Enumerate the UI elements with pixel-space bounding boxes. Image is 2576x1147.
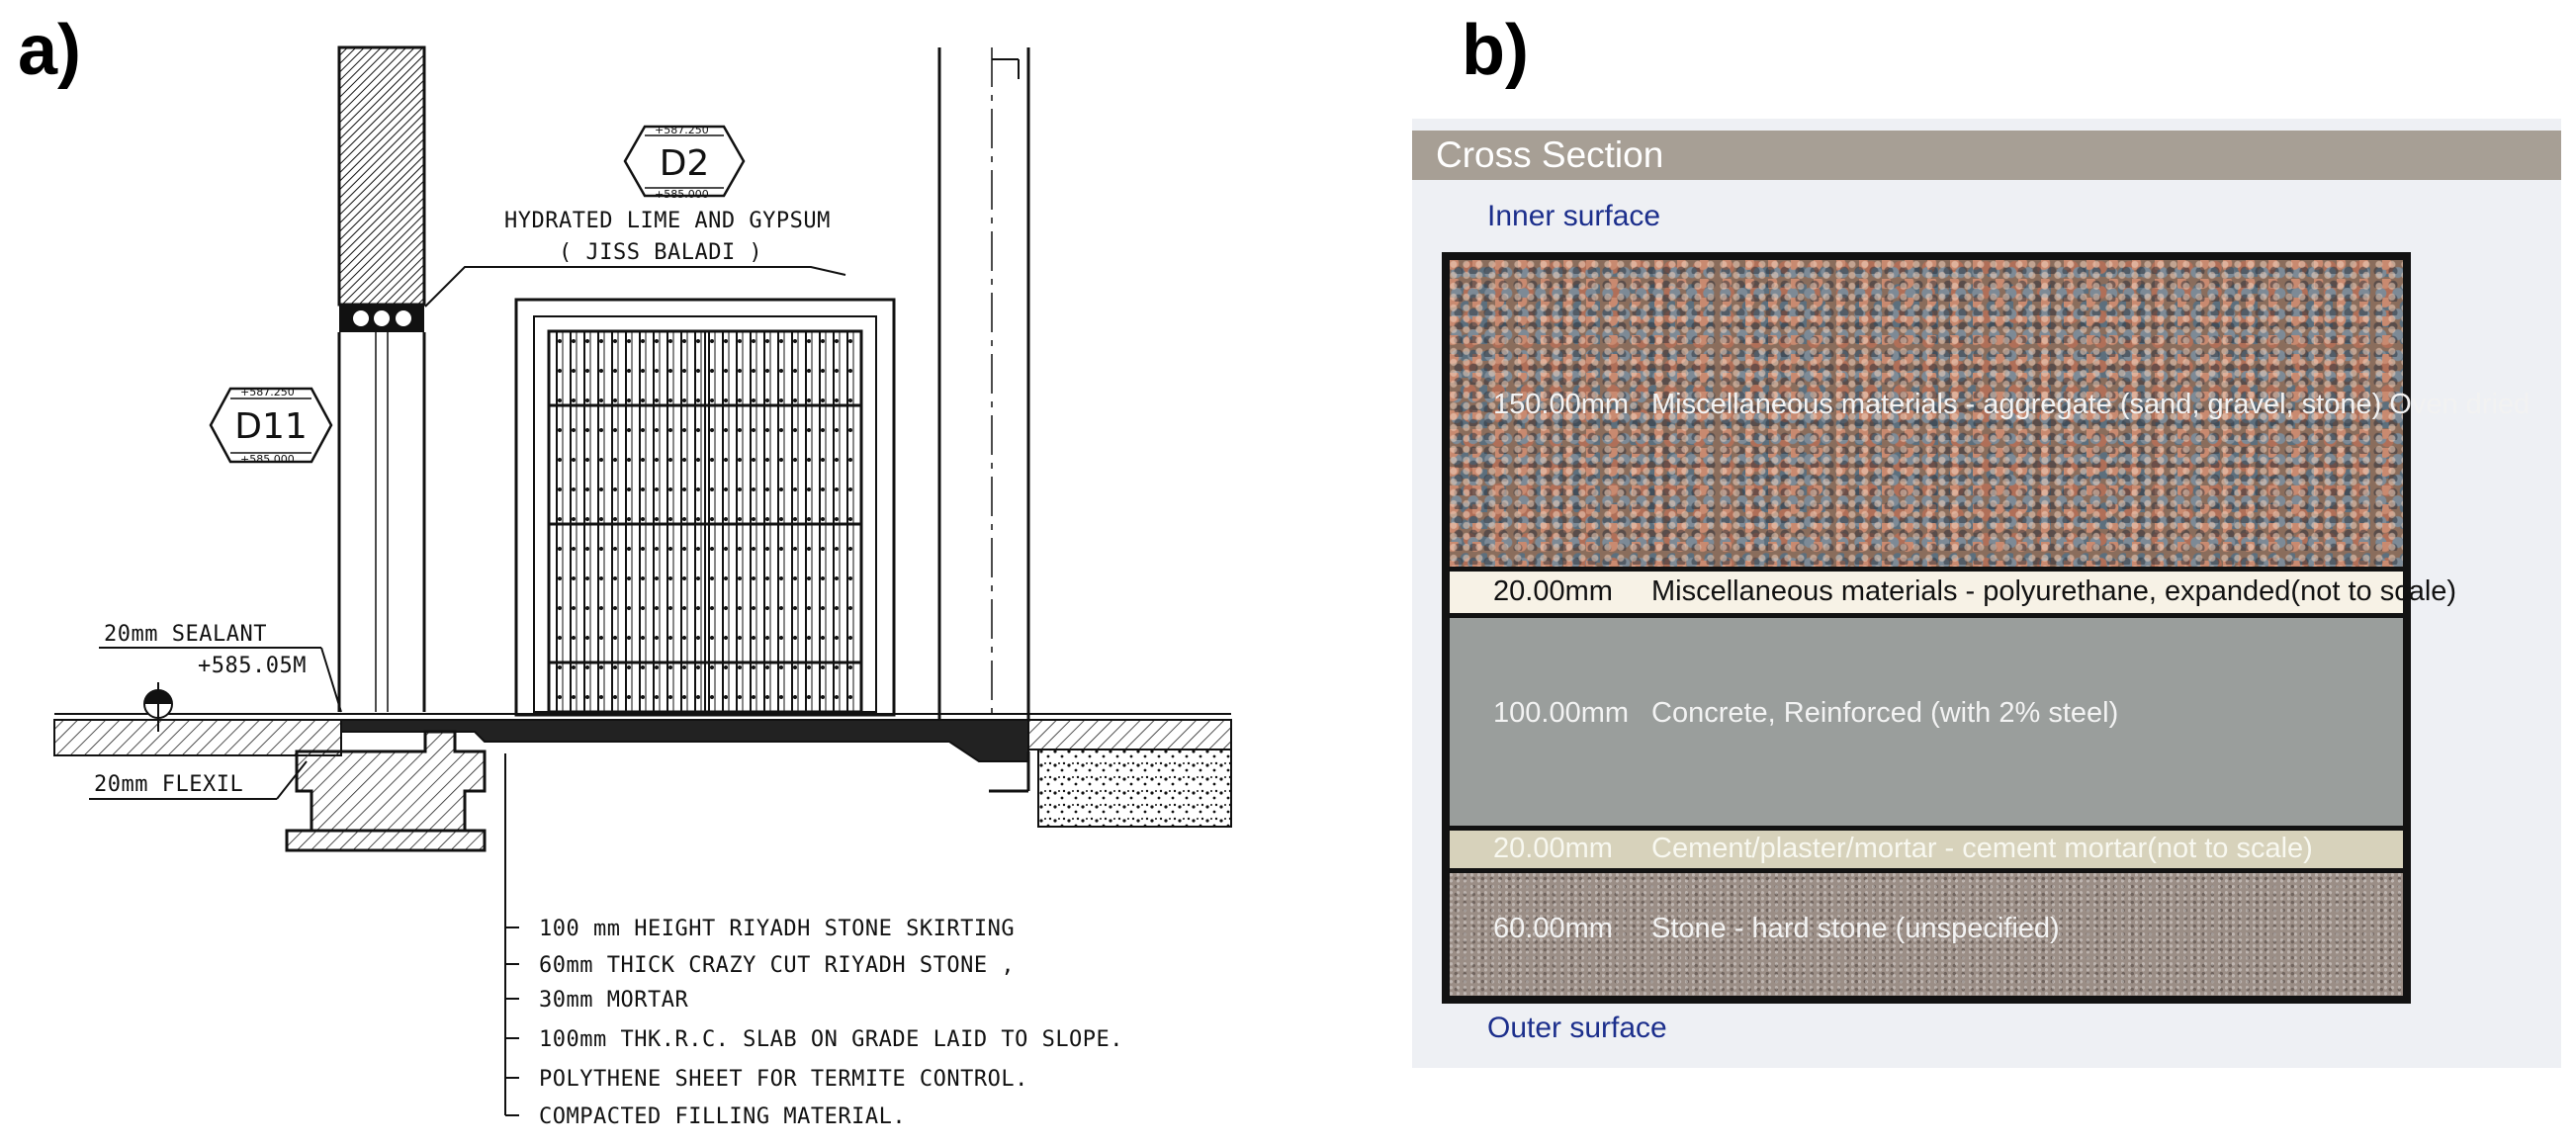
layer-stack: 150.00mm Miscellaneous materials - aggreg…	[1442, 252, 2530, 1004]
tag-d11: +587.250 +585.000 D11	[209, 386, 333, 466]
layer-material: Cement/plaster/mortar - cement mortar(no…	[1651, 833, 2313, 864]
layer-thickness: 150.00mm	[1493, 389, 1630, 420]
outer-surface-label: Outer surface	[1487, 1012, 1667, 1044]
note-6: COMPACTED FILLING MATERIAL.	[539, 1104, 906, 1129]
note-5: POLYTHENE SHEET FOR TERMITE CONTROL.	[539, 1067, 1028, 1092]
tag-d2-top: +587.250	[655, 124, 709, 136]
layer-material: Miscellaneous materials - aggregate (san…	[1651, 389, 2531, 420]
tag-d2: +587.250 +585.000 D2	[623, 124, 746, 201]
right-column	[937, 47, 1030, 722]
layer-concrete[interactable]: 100.00mm Concrete, Reinforced (with 2% st…	[1450, 618, 2403, 826]
layer-thickness: 20.00mm	[1493, 575, 1613, 607]
layer-cement-mortar[interactable]: 20.00mm Cement/plaster/mortar - cement mo…	[1450, 831, 2403, 868]
callout-line-1: HYDRATED LIME AND GYPSUM	[504, 209, 831, 233]
note-1: 100 mm HEIGHT RIYADH STONE SKIRTING	[539, 917, 1015, 941]
inner-surface-label: Inner surface	[1487, 200, 1661, 232]
architectural-detail-drawing: +587.250 +585.000 D2 +587.250 +585.000 D…	[53, 45, 1232, 1129]
notes-leader	[504, 753, 519, 1116]
tag-d11-bottom: +585.000	[240, 453, 295, 466]
tag-d2-bottom: +585.000	[655, 188, 709, 201]
layer-material: Concrete, Reinforced (with 2% steel)	[1651, 697, 2119, 729]
callout-line-2: ( JISS BALADI )	[559, 240, 762, 265]
level-marker	[143, 682, 173, 732]
sealant-label: 20mm SEALANT	[104, 622, 267, 647]
layer-hard-stone[interactable]: 60.00mm Stone - hard stone (unspecified)	[1450, 873, 2403, 996]
flexil-label: 20mm FLEXIL	[94, 772, 243, 797]
note-2: 60mm THICK CRAZY CUT RIYADH STONE ,	[539, 953, 1015, 978]
layer-thickness: 60.00mm	[1493, 913, 1613, 944]
floor-slab	[53, 713, 1232, 852]
cross-section-title: Cross Section	[1412, 131, 2561, 180]
layer-aggregate[interactable]: 150.00mm Miscellaneous materials - aggreg…	[1450, 260, 2530, 567]
window-grille	[514, 298, 896, 717]
tag-d11-top: +587.250	[240, 386, 295, 398]
layer-thickness: 100.00mm	[1493, 697, 1630, 729]
layer-thickness: 20.00mm	[1493, 833, 1613, 864]
level-label: +585.05M	[198, 654, 307, 678]
note-4: 100mm THK.R.C. SLAB ON GRADE LAID TO SLO…	[539, 1027, 1123, 1052]
panel-b-label: b)	[1462, 11, 1529, 90]
left-column	[337, 45, 426, 712]
tag-d11-label: D11	[234, 406, 308, 447]
layer-material: Stone - hard stone (unspecified)	[1651, 913, 2060, 944]
layer-polyurethane[interactable]: 20.00mm Miscellaneous materials - polyure…	[1450, 572, 2456, 613]
note-3: 30mm MORTAR	[539, 988, 688, 1013]
layer-material: Miscellaneous materials - polyurethane, …	[1651, 575, 2457, 607]
tag-d2-label: D2	[660, 143, 710, 184]
panel-a-label: a)	[18, 11, 82, 90]
